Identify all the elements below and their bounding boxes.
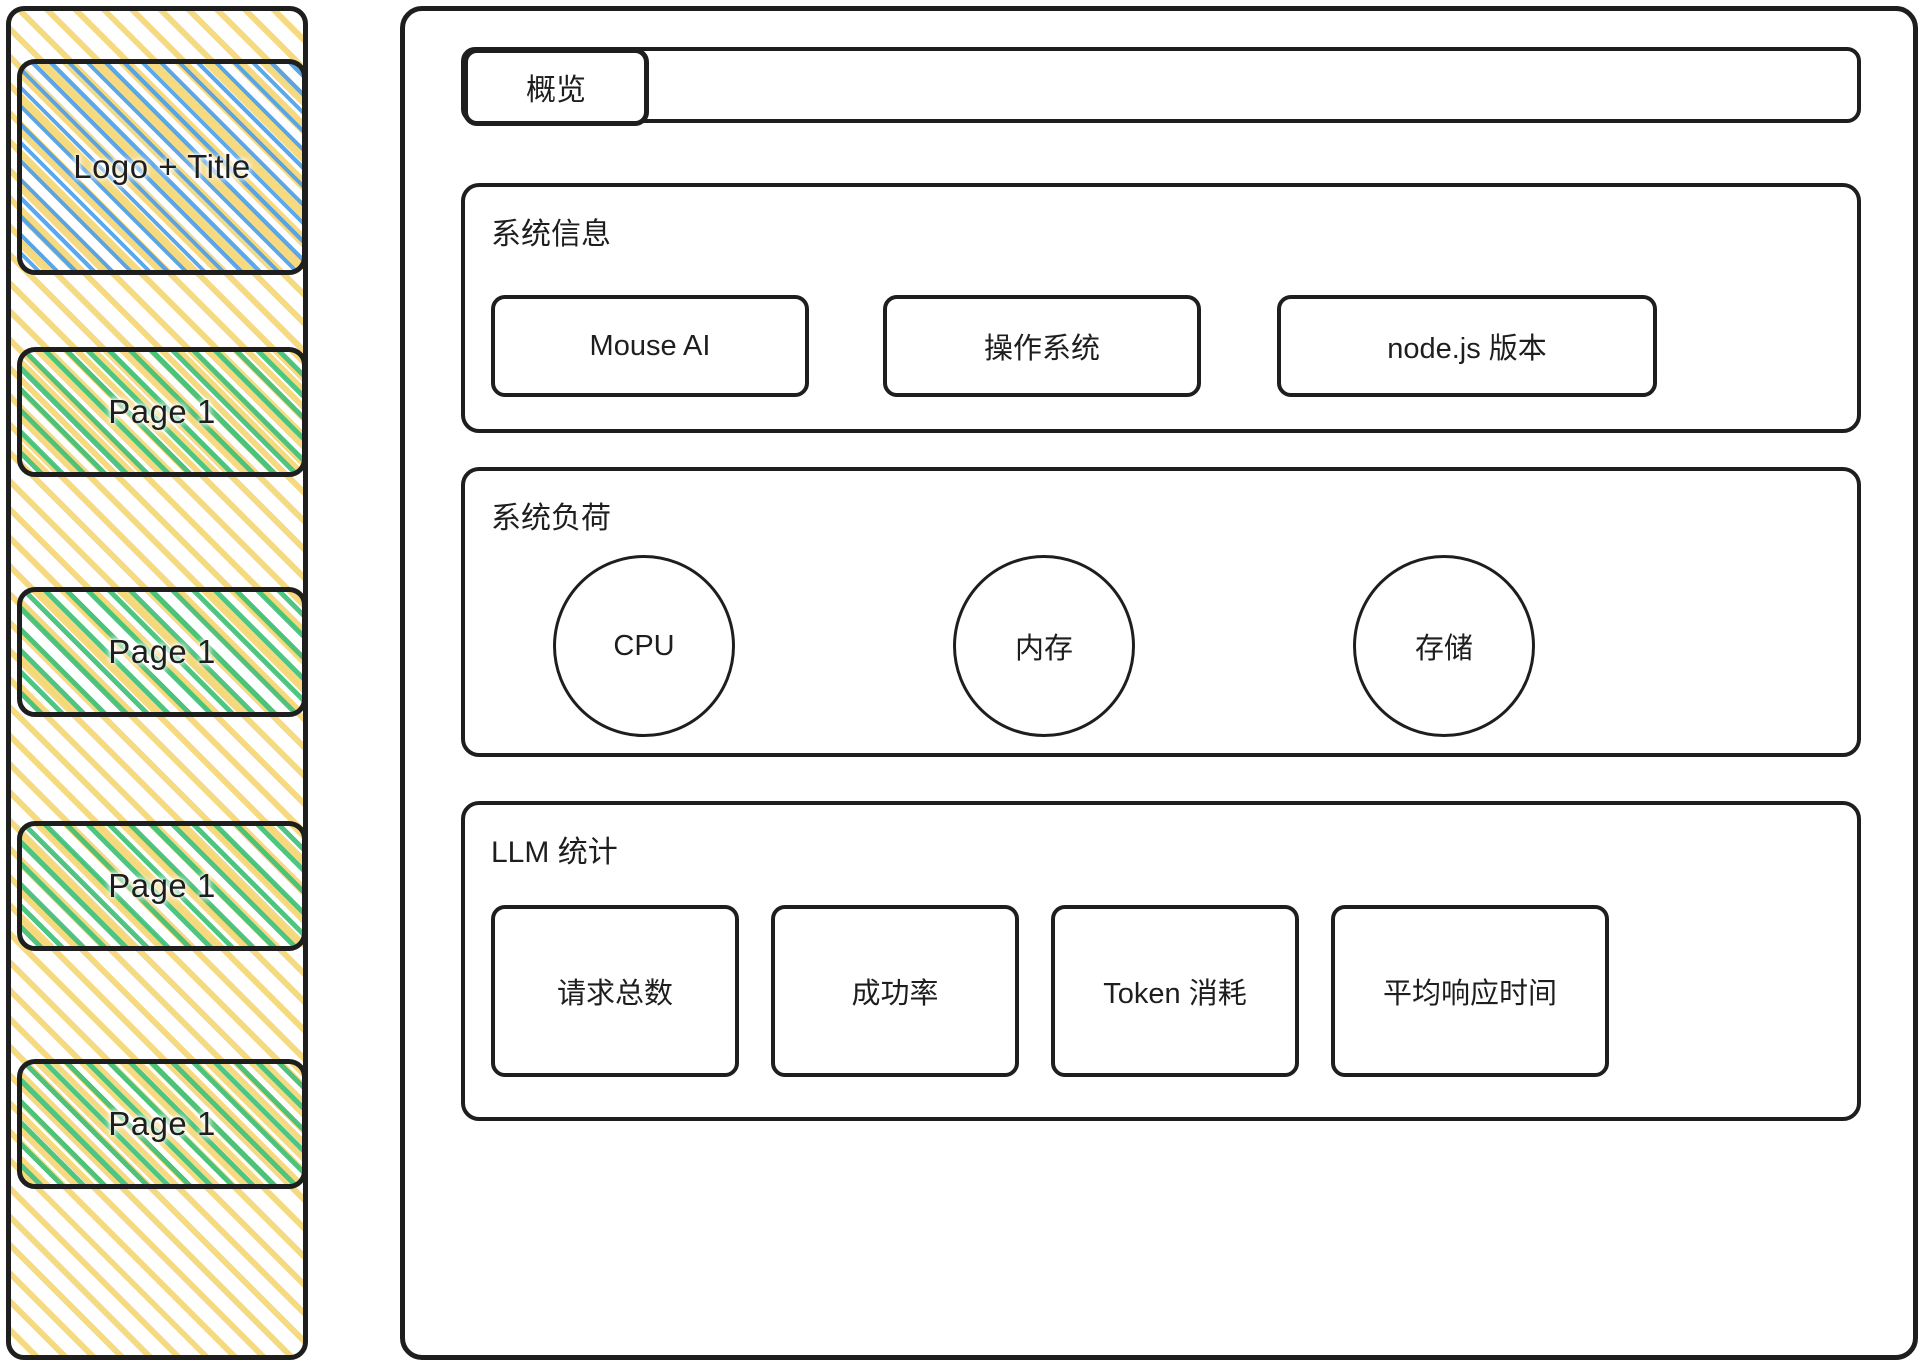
panel-system-load: 系统负荷 CPU 内存 存储 — [461, 467, 1861, 757]
card-nodejs-version[interactable]: node.js 版本 — [1277, 295, 1657, 397]
sidebar-item-label: Page 1 — [108, 633, 216, 670]
sidebar-item-page-4[interactable]: Page 1 — [17, 1059, 303, 1189]
panel-system-info: 系统信息 Mouse AI 操作系统 node.js 版本 — [461, 183, 1861, 433]
card-label: 操作系统 — [983, 333, 1100, 365]
gauge-label: CPU — [613, 629, 675, 662]
sidebar-item-label: Logo + Title — [73, 148, 251, 185]
sidebar-item-page-1[interactable]: Page 1 — [17, 347, 303, 477]
tab-bar: 概览 — [461, 47, 1861, 126]
card-average-response-time[interactable]: 平均响应时间 — [1331, 905, 1609, 1077]
card-label: 成功率 — [851, 978, 939, 1010]
sidebar-item-label: Page 1 — [108, 867, 216, 904]
card-token-usage[interactable]: Token 消耗 — [1051, 905, 1299, 1077]
panel-llm-stats: LLM 统计 请求总数 成功率 Token 消耗 平均响应时间 — [461, 801, 1861, 1121]
gauge-cpu[interactable]: CPU — [553, 555, 735, 737]
card-label: Token 消耗 — [1103, 978, 1247, 1010]
gauge-storage[interactable]: 存储 — [1353, 555, 1535, 737]
card-mouse-ai[interactable]: Mouse AI — [491, 295, 809, 397]
gauge-label: 内存 — [1014, 633, 1073, 665]
panel-system-info-title: 系统信息 — [491, 218, 611, 251]
card-total-requests[interactable]: 请求总数 — [491, 905, 739, 1077]
card-operating-system[interactable]: 操作系统 — [883, 295, 1201, 397]
sidebar: Logo + Title Page 1 Page 1 Page 1 Page 1 — [6, 6, 308, 1360]
sidebar-item-label: Page 1 — [108, 1105, 216, 1142]
sidebar-item-page-2[interactable]: Page 1 — [17, 587, 303, 717]
sidebar-item-label: Page 1 — [108, 393, 216, 430]
card-label: 平均响应时间 — [1382, 978, 1557, 1010]
sidebar-item-logo-title[interactable]: Logo + Title — [17, 59, 303, 275]
gauge-memory[interactable]: 内存 — [953, 555, 1135, 737]
panel-system-load-title: 系统负荷 — [491, 502, 611, 535]
card-success-rate[interactable]: 成功率 — [771, 905, 1019, 1077]
gauge-label: 存储 — [1414, 633, 1473, 665]
main-window: 概览 系统信息 Mouse AI 操作系统 node.js 版本 系统负荷 CP… — [400, 6, 1918, 1360]
card-label: 请求总数 — [556, 978, 673, 1010]
sidebar-item-page-3[interactable]: Page 1 — [17, 821, 303, 951]
card-label: node.js 版本 — [1387, 333, 1547, 365]
panel-llm-stats-title: LLM 统计 — [491, 836, 618, 869]
tab-overview[interactable]: 概览 — [463, 48, 649, 126]
tab-overview-label: 概览 — [526, 74, 586, 107]
card-label: Mouse AI — [589, 329, 711, 362]
